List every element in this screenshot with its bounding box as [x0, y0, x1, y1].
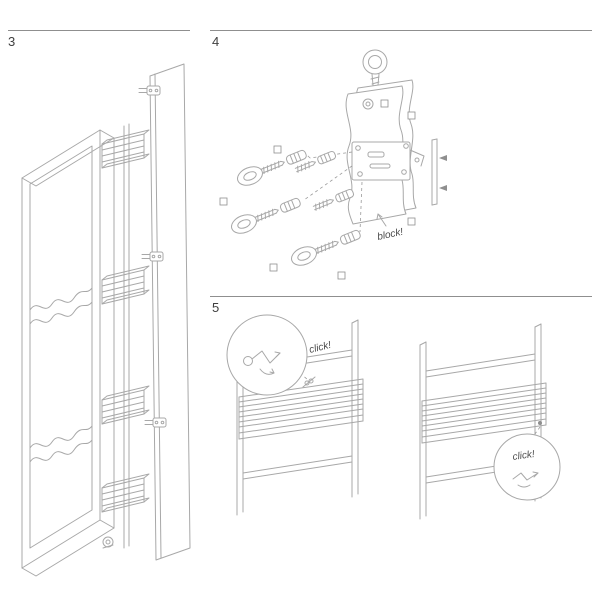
pullout-rail — [123, 123, 130, 549]
leader-lines — [303, 151, 363, 233]
click-label-left: click! — [308, 340, 332, 356]
latch-mechanism — [351, 141, 425, 181]
block-label: block! — [376, 227, 404, 243]
carcass-break-lines — [29, 287, 93, 463]
screw-anchor-eyelet — [288, 225, 364, 270]
click-label-right: click! — [512, 449, 536, 463]
step3-number: 3 — [8, 34, 16, 49]
arrow-icon — [439, 155, 447, 161]
divider-step3 — [8, 30, 190, 31]
door-mount-bracket — [141, 251, 164, 262]
divider-step4 — [210, 30, 592, 31]
clip-point-left — [299, 372, 316, 388]
wire-basket — [101, 385, 150, 425]
block-annotation: block! — [376, 213, 404, 243]
step4-number: 4 — [212, 34, 220, 49]
detail-circle-left — [226, 314, 308, 396]
wire-basket — [101, 473, 150, 513]
door-mount-bracket — [138, 85, 161, 96]
divider-step5 — [210, 296, 592, 297]
step3-figure — [21, 63, 191, 577]
bottom-caster — [102, 536, 114, 549]
detail-circle-right: click! — [493, 433, 561, 501]
screw-anchor-eyelet — [228, 193, 304, 238]
arrow-icon — [439, 185, 447, 191]
step5-figure: click! click! — [226, 314, 561, 520]
cabinet-carcass — [21, 129, 115, 577]
wall-rail — [431, 138, 447, 206]
door-mount-bracket — [144, 417, 167, 428]
wire-basket — [101, 265, 150, 305]
step5-number: 5 — [212, 300, 220, 315]
door-panel — [149, 63, 191, 561]
step4-figure: block! — [219, 49, 447, 280]
part-label-squares — [219, 99, 416, 280]
